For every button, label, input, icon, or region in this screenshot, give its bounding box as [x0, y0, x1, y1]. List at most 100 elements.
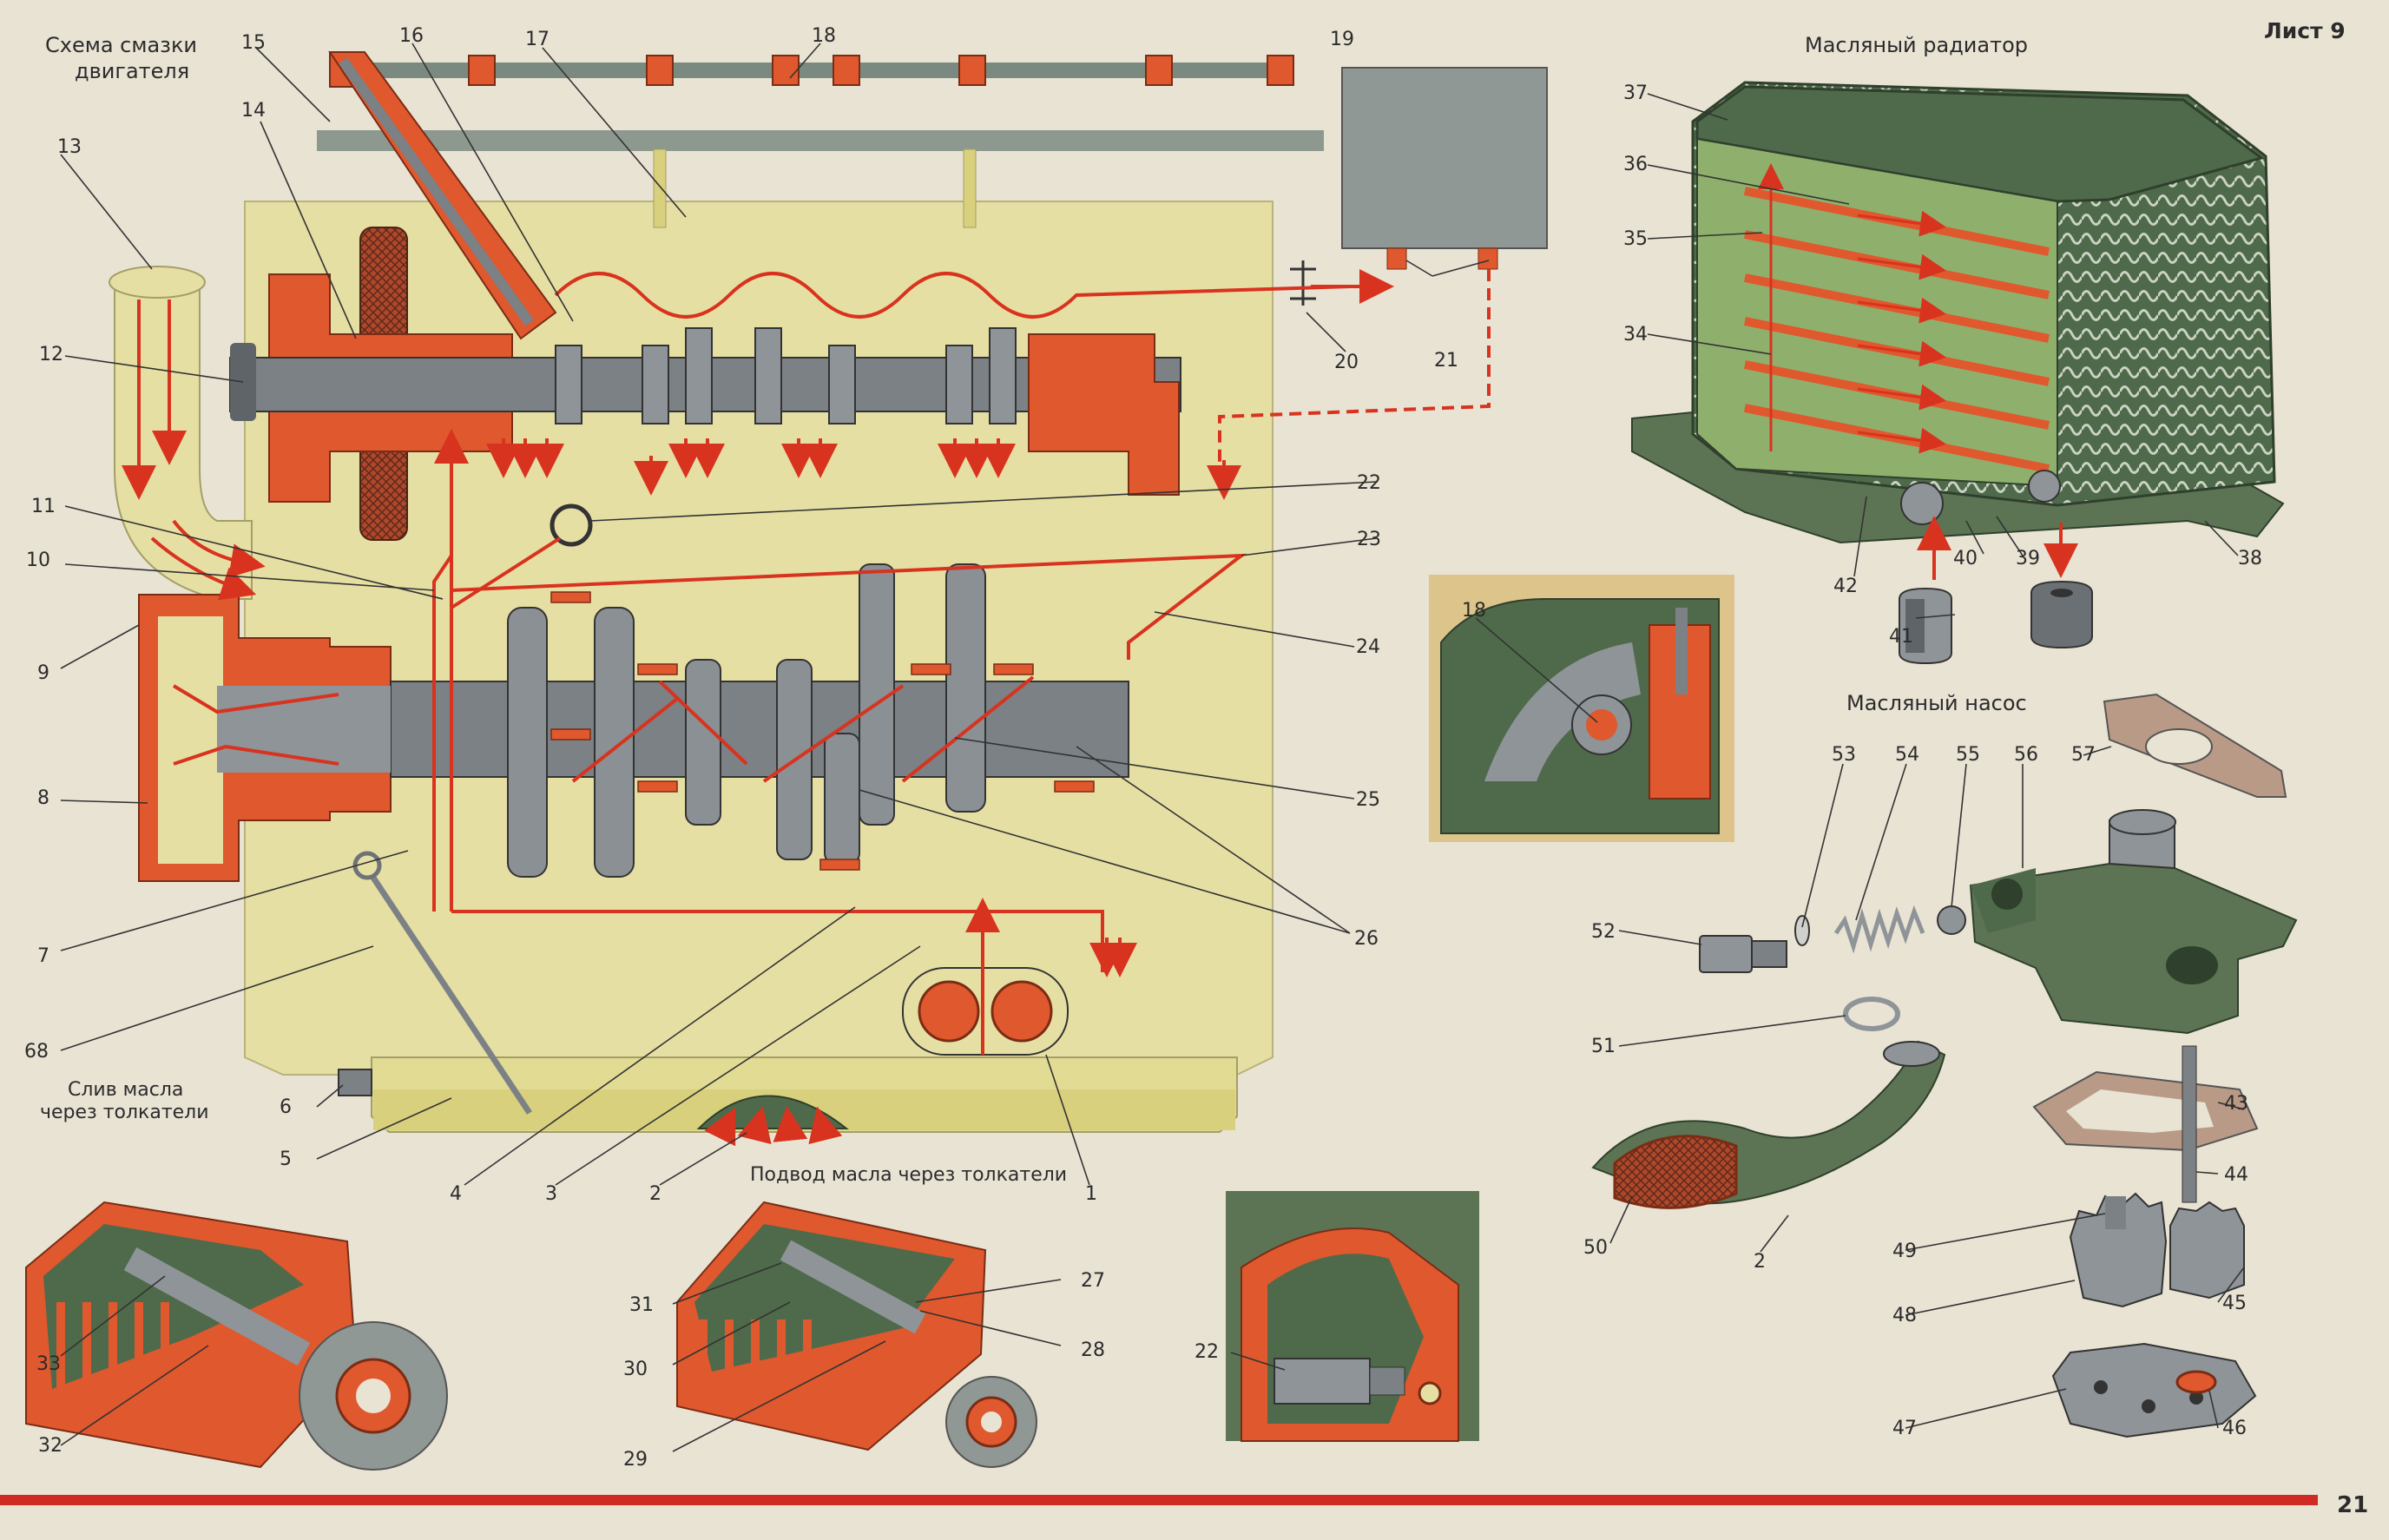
callout-16: 16	[399, 25, 424, 47]
crank-webs	[507, 563, 986, 878]
detail-supply-tappets: 31 30 29 27 28	[623, 1201, 1105, 1471]
callout-41: 41	[1889, 626, 1913, 648]
callout-29: 29	[623, 1449, 648, 1471]
callout-18: 18	[812, 25, 836, 47]
callout-14: 14	[241, 100, 266, 122]
drain-title-line1: Слив масла	[68, 1079, 183, 1101]
callout-53: 53	[1832, 744, 1856, 766]
oil-flow-paths	[122, 269, 1491, 1055]
callout-11: 11	[31, 496, 56, 517]
dipstick	[369, 873, 532, 1115]
rocker-post-1	[653, 148, 667, 228]
callout-28: 28	[1081, 1339, 1105, 1361]
callout-13: 13	[57, 136, 82, 158]
callout-12: 12	[39, 344, 63, 365]
callout-57: 57	[2071, 744, 2096, 766]
callout-55: 55	[1956, 744, 1980, 766]
callout-2-pump: 2	[1754, 1251, 1766, 1273]
callout-22: 22	[1357, 472, 1381, 494]
callout-56: 56	[2014, 744, 2038, 766]
callout-48: 48	[1892, 1305, 1917, 1326]
oil-drip-arrows	[486, 438, 1241, 1147]
callout-19: 19	[1330, 29, 1354, 50]
callout-42: 42	[1833, 576, 1858, 597]
detail-drain-tappets: 33 32	[25, 1201, 448, 1471]
drain-title-line2: через толкатели	[40, 1102, 209, 1123]
bearing-marks	[550, 591, 1095, 871]
callout-1: 1	[1085, 1183, 1097, 1205]
callout-22-detail: 22	[1194, 1341, 1219, 1363]
pump-title: Масляный насос	[1846, 691, 2027, 715]
callout-3: 3	[545, 1183, 557, 1205]
callout-35: 35	[1623, 228, 1648, 250]
pressure-sensor-box	[1341, 67, 1548, 249]
callout-7: 7	[37, 945, 49, 967]
pump-gear-right	[990, 980, 1053, 1043]
callout-24: 24	[1356, 636, 1380, 658]
page-number: 21	[2337, 1492, 2368, 1518]
callout-20: 20	[1334, 352, 1359, 373]
engine-scheme: Схема смазки двигателя	[24, 25, 1548, 1205]
callout-34: 34	[1623, 324, 1648, 346]
rocker-bar-lower	[317, 130, 1324, 151]
filler-cap	[109, 266, 206, 299]
rocker-bar-upper	[330, 63, 1276, 78]
callout-10: 10	[26, 550, 50, 571]
callout-38: 38	[2238, 548, 2262, 569]
detail-oil-sensor-22: 22	[1194, 1191, 1479, 1442]
oil-pump: Масляный насос	[1583, 691, 2298, 1439]
drain-plug	[338, 1069, 372, 1096]
callout-47: 47	[1892, 1418, 1917, 1439]
oil-filter-22	[550, 503, 593, 547]
callout-32: 32	[38, 1435, 63, 1457]
callout-5: 5	[280, 1148, 292, 1170]
oil-filler-pipe	[114, 286, 253, 600]
radiator-title: Масляный радиатор	[1805, 33, 2028, 57]
rocker-post-2	[963, 148, 977, 228]
callout-43: 43	[2224, 1093, 2248, 1115]
callout-25: 25	[1356, 789, 1380, 811]
callout-8: 8	[37, 787, 49, 809]
callout-26: 26	[1354, 928, 1379, 950]
sheet-label: Лист 9	[2264, 18, 2346, 43]
oil-radiator: Масляный радиатор	[1623, 33, 2285, 665]
callout-17: 17	[525, 29, 550, 50]
callout-68: 68	[24, 1041, 49, 1063]
callout-6: 6	[280, 1096, 292, 1118]
callout-40: 40	[1953, 548, 1978, 569]
supply-title: Подвод масла через толкатели	[750, 1164, 1067, 1186]
camshaft-lobes	[555, 327, 1017, 424]
scheme-title-line1: Схема смазки	[45, 33, 197, 57]
callout-30: 30	[623, 1359, 648, 1380]
callout-54: 54	[1895, 744, 1919, 766]
crankshaft	[390, 681, 1129, 778]
callout-52: 52	[1591, 921, 1616, 943]
pulley-inner	[158, 616, 223, 864]
callout-45: 45	[2222, 1293, 2247, 1314]
scheme-title-line2: двигателя	[75, 59, 189, 83]
callout-27: 27	[1081, 1270, 1105, 1292]
callout-46: 46	[2222, 1418, 2247, 1439]
callout-33: 33	[36, 1353, 61, 1375]
callout-36: 36	[1623, 154, 1648, 175]
pump-gear-left	[918, 980, 980, 1043]
callout-2: 2	[649, 1183, 661, 1205]
callout-15: 15	[241, 32, 266, 54]
callout-51: 51	[1591, 1036, 1616, 1057]
callout-37: 37	[1623, 82, 1648, 104]
callout-21: 21	[1434, 350, 1458, 372]
detail-filter-18: 18	[1429, 575, 1734, 842]
callout-18-detail: 18	[1462, 600, 1486, 622]
callout-31: 31	[629, 1294, 654, 1316]
callout-4: 4	[450, 1183, 462, 1205]
leader-lines-scheme	[60, 43, 1490, 1186]
bottom-red-rule	[0, 1495, 2318, 1505]
callout-39: 39	[2016, 548, 2040, 569]
camshaft-rear-housing	[1028, 333, 1180, 496]
callout-49: 49	[1892, 1241, 1917, 1262]
callout-44: 44	[2224, 1164, 2248, 1186]
callout-23: 23	[1357, 529, 1381, 550]
callout-50: 50	[1583, 1237, 1608, 1259]
callout-9: 9	[37, 662, 49, 684]
